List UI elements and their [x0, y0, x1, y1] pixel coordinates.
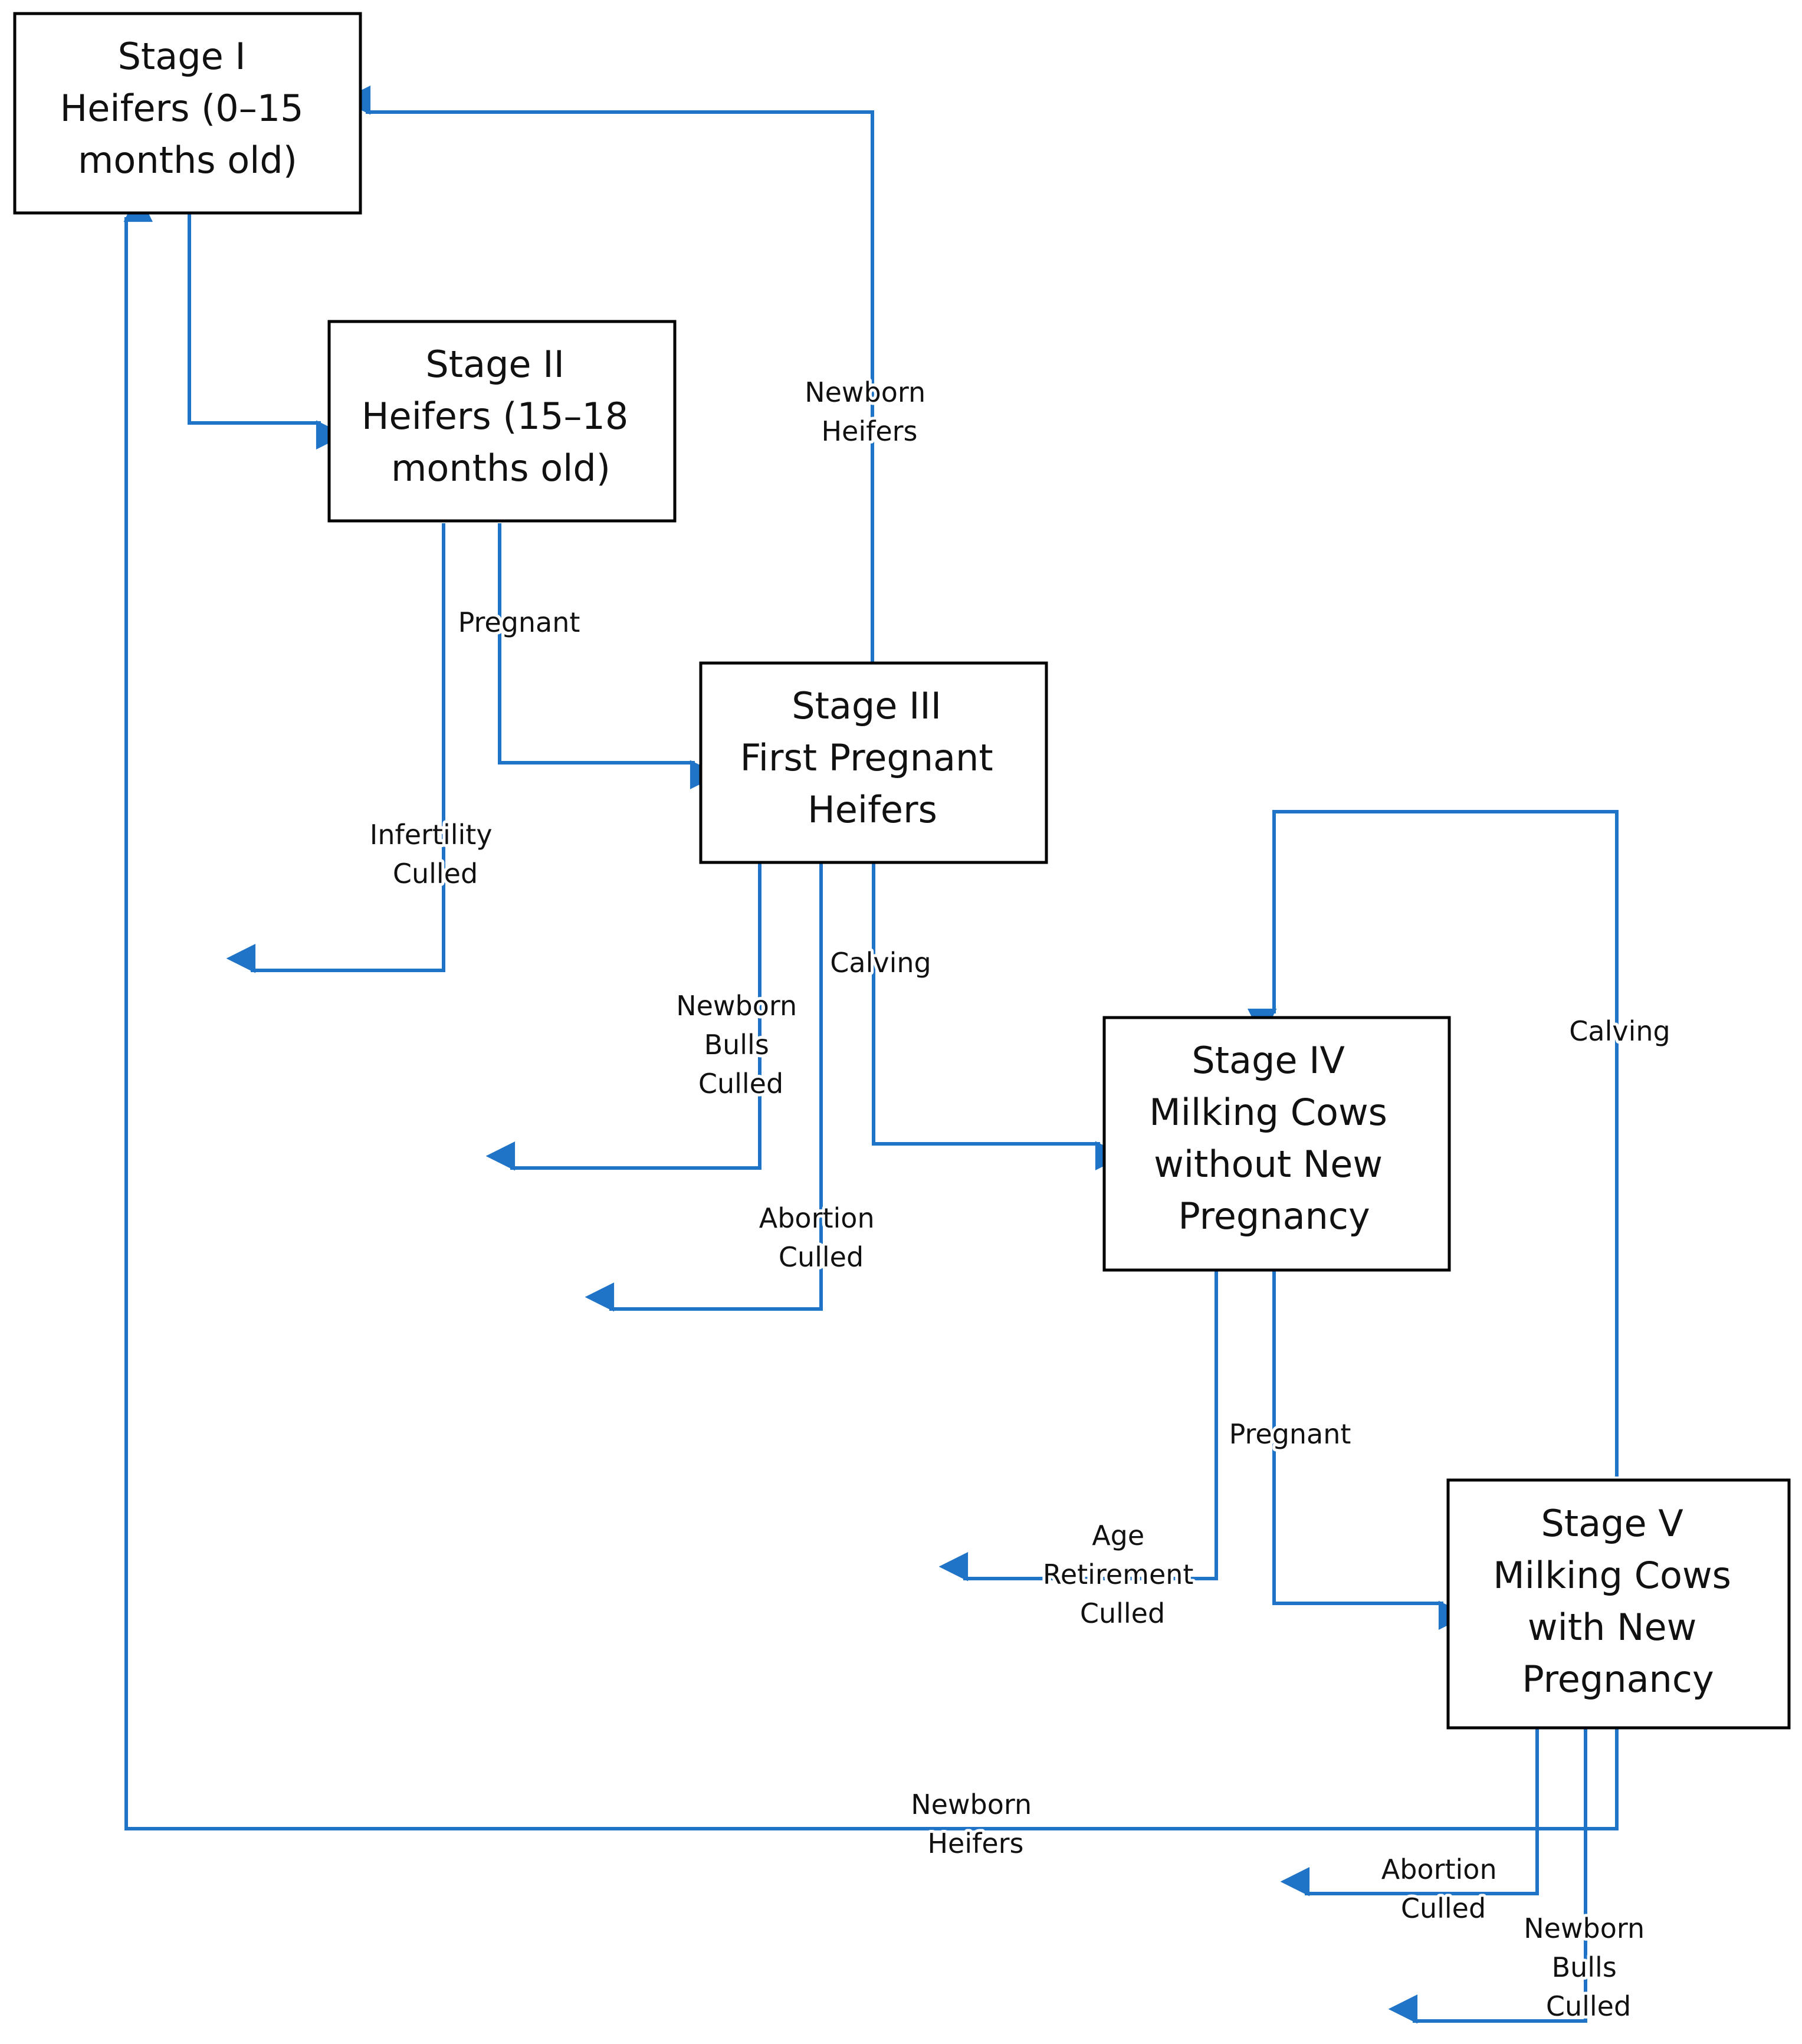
label-stage3-newborn-bulls-culled: Newborn Bulls Culled	[676, 990, 806, 1100]
label-stage3-newborn-heifers: Newborn Heifers	[805, 376, 934, 447]
stage-5-text: Stage V Milking Cows with New Pregnancy	[1493, 1502, 1742, 1701]
arrow-stage3-newborn-bulls-culled	[485, 863, 761, 1171]
arrow-stage1-to-stage2	[188, 214, 346, 450]
stage-4-node: Stage IV Milking Cows without New Pregna…	[1102, 1016, 1451, 1272]
label-stage4-age-retirement-culled: Age Retirement Culled	[1043, 1520, 1202, 1629]
stage-5-box	[1446, 1478, 1791, 1730]
label-stage2-infertility-culled: Infertility Culled	[370, 819, 501, 890]
stage-2-box	[327, 320, 677, 523]
label-stage4-pregnant: Pregnant	[1229, 1418, 1351, 1450]
stage-1-node: Stage I Heifers (0–15 months old)	[13, 12, 362, 215]
label-stage3-abortion-culled: Abortion Culled	[759, 1202, 883, 1273]
arrow-stage5-newborn-heifers-to-stage1	[123, 192, 1619, 1830]
arrow-stage3-calving-to-stage4	[872, 863, 1125, 1170]
label-stage5-abortion-culled: Abortion Culled	[1381, 1853, 1505, 1924]
stage-4-box	[1102, 1016, 1451, 1272]
arrow-stage3-abortion-culled	[585, 863, 823, 1312]
stage-3-node: Stage III First Pregnant Heifers	[699, 661, 1048, 864]
stage-1-box	[13, 12, 362, 215]
stage-3-text: Stage III First Pregnant Heifers	[740, 684, 1005, 831]
arrow-stage3-newborn-heifers-to-stage1	[341, 86, 874, 662]
arrow-stage4-age-retirement-culled	[938, 1270, 1218, 1582]
stage-3-box	[699, 661, 1048, 864]
stage-2-node: Stage II Heifers (15–18 months old)	[327, 320, 677, 523]
arrow-stage2-infertility-culled	[226, 523, 445, 973]
arrow-stage5-abortion-culled	[1280, 1728, 1539, 1897]
label-stage5-newborn-bulls-culled: Newborn Bulls Culled	[1524, 1912, 1653, 2022]
arrow-stage5-calving-to-stage4	[1248, 810, 1619, 1477]
label-stage2-pregnant: Pregnant	[458, 606, 580, 638]
arrow-stage2-pregnant-to-stage3	[498, 523, 720, 789]
arrow-stage4-pregnant-to-stage5	[1272, 1270, 1468, 1630]
label-stage5-calving: Calving	[1569, 1015, 1670, 1047]
label-stage5-newborn-heifers: Newborn Heifers	[911, 1789, 1041, 1859]
stage-1-text: Stage I Heifers (0–15 months old)	[60, 35, 316, 182]
label-stage3-calving: Calving	[830, 947, 931, 979]
stage-5-node: Stage V Milking Cows with New Pregnancy	[1446, 1478, 1791, 1730]
arrow-stage5-newborn-bulls-culled	[1388, 1728, 1587, 2024]
stage-4-text: Stage IV Milking Cows without New Pregna…	[1149, 1039, 1399, 1238]
stage-2-text: Stage II Heifers (15–18 months old)	[362, 343, 640, 490]
